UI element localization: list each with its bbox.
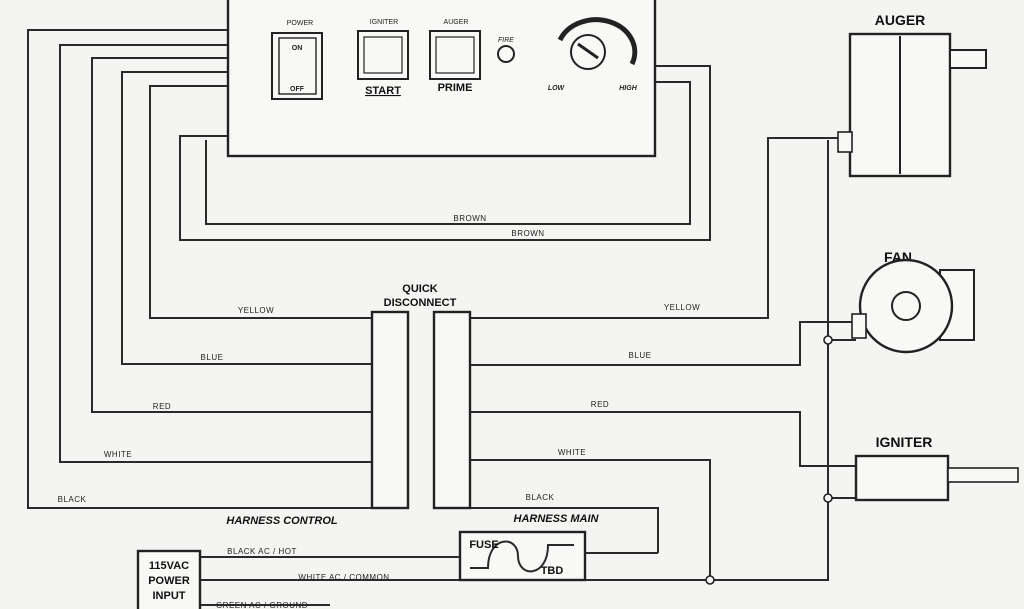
- prime-button[interactable]: [429, 30, 481, 80]
- wire-white: [59, 44, 372, 463]
- brown-label-2: BROWN: [511, 229, 544, 238]
- harness-main-label: HARNESS MAIN: [514, 513, 600, 525]
- prime-label: PRIME: [438, 82, 473, 94]
- power-input-box: [136, 549, 202, 609]
- wire-brown-outer: [179, 65, 711, 241]
- wire-blue: [121, 71, 372, 365]
- prime-button-face: [435, 36, 475, 74]
- fire-indicator-light: [497, 45, 515, 63]
- fuse-label: FUSE: [469, 539, 498, 551]
- wire-yellow: [149, 85, 372, 319]
- high-label: HIGH: [619, 85, 637, 92]
- auger-shaft: [949, 49, 987, 69]
- ac-input-wires: [200, 552, 658, 606]
- black-ac-hot-label: BLACK AC / HOT: [227, 547, 297, 556]
- black-label-right: BLACK: [526, 493, 555, 502]
- white-label-right: WHITE: [558, 448, 586, 457]
- igniter-label: IGNITER: [876, 434, 933, 450]
- wire-labels: BROWN BROWN YELLOW YELLOW BLUE BLUE RED …: [58, 214, 700, 609]
- wire-yellow-right: [470, 137, 844, 319]
- blue-label-left: BLUE: [201, 353, 224, 362]
- heat-dial[interactable]: [557, 17, 638, 70]
- power-input-label-3: INPUT: [153, 590, 186, 602]
- brown-label-1: BROWN: [453, 214, 486, 223]
- auger-motor: AUGER: [837, 12, 987, 178]
- igniter-body: [854, 454, 950, 502]
- wire-common: [200, 340, 829, 581]
- power-switch[interactable]: [271, 32, 323, 100]
- tbd-label: TBD: [541, 565, 564, 577]
- quick-disconnect-right: [432, 310, 472, 510]
- wire-red-right: [470, 411, 856, 467]
- junction-common: [705, 575, 715, 585]
- quick-label: QUICK: [402, 283, 438, 295]
- auger-label: AUGER: [875, 12, 926, 28]
- quick-disconnect: QUICK DISCONNECT: [370, 283, 472, 510]
- heat-dial-arc: [557, 17, 638, 66]
- auger-terminal: [837, 131, 853, 153]
- load-wires: [200, 137, 856, 581]
- junction-igniter: [823, 493, 833, 503]
- start-button[interactable]: [357, 30, 409, 80]
- start-button-face: [363, 36, 403, 74]
- fan-hub: [891, 291, 921, 321]
- low-label: LOW: [548, 85, 566, 92]
- green-ac-ground-label: GREEN AC / GROUND: [216, 601, 308, 609]
- control-panel: POWER ON OFF IGNITER START AUGER PRIME F…: [226, 0, 657, 158]
- heat-dial-pointer: [577, 42, 599, 60]
- black-label-left: BLACK: [58, 495, 87, 504]
- junction-fan: [823, 335, 833, 345]
- red-label-left: RED: [153, 402, 171, 411]
- igniter: IGNITER: [854, 434, 1019, 502]
- auger-button-label: AUGER: [444, 19, 469, 26]
- power-input-label-2: POWER: [148, 575, 190, 587]
- white-ac-common-label: WHITE AC / COMMON: [298, 573, 389, 582]
- power-on-label: ON: [292, 45, 303, 52]
- fuse-box: [458, 530, 587, 582]
- power-switch-label: POWER: [287, 20, 313, 27]
- disconnect-label: DISCONNECT: [384, 297, 457, 309]
- start-label: START: [365, 85, 401, 97]
- wire-black-right: [470, 507, 659, 553]
- yellow-label-left: YELLOW: [238, 306, 274, 315]
- fire-label: FIRE: [498, 37, 514, 44]
- wire-white-right: [470, 459, 711, 580]
- power-off-label: OFF: [290, 86, 305, 93]
- yellow-label-right: YELLOW: [664, 303, 700, 312]
- igniter-button-label: IGNITER: [370, 19, 398, 26]
- red-label-right: RED: [591, 400, 609, 409]
- control-panel-wires: [27, 29, 711, 509]
- blue-label-right: BLUE: [629, 351, 652, 360]
- power-input: 115VAC POWER INPUT: [136, 549, 202, 609]
- fan-terminal: [851, 313, 867, 339]
- power-input-label-1: 115VAC: [149, 560, 189, 572]
- fuse: FUSE TBD: [458, 530, 587, 582]
- wire-red: [91, 57, 372, 413]
- quick-disconnect-left: [370, 310, 410, 510]
- wire-blue-right: [470, 321, 856, 366]
- fuse-symbol: [470, 540, 574, 573]
- fan-blower: FAN: [851, 249, 975, 354]
- igniter-rod: [947, 467, 1019, 483]
- wire-brown-inner: [205, 81, 691, 225]
- harness-control-label: HARNESS CONTROL: [226, 515, 338, 527]
- wire-black: [27, 29, 372, 509]
- power-switch-rocker: [278, 37, 317, 95]
- white-label-left: WHITE: [104, 450, 132, 459]
